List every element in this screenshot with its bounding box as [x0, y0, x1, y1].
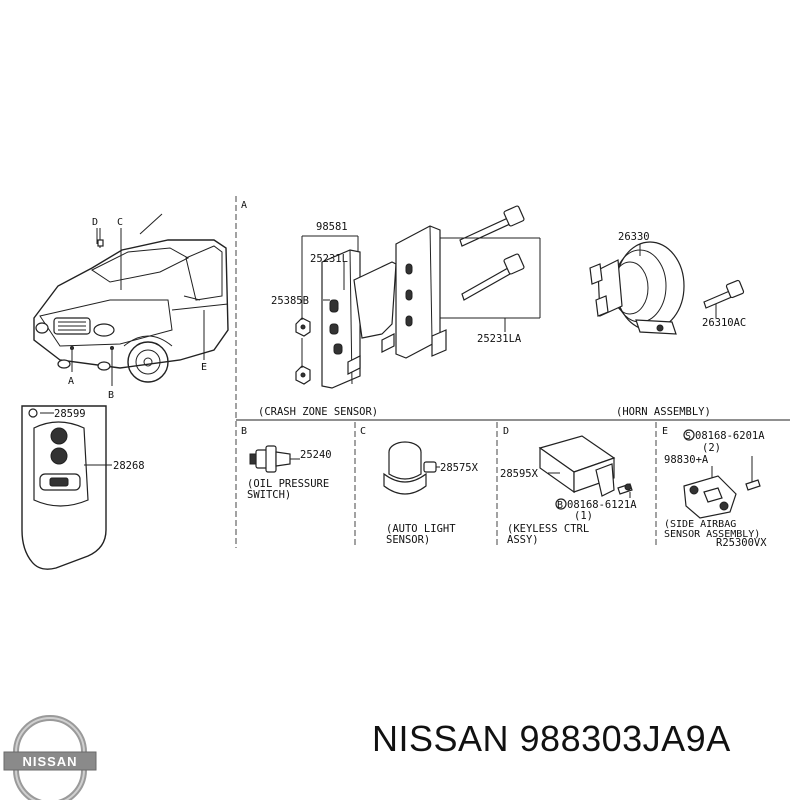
auto-light-caption-2: SENSOR)	[386, 534, 430, 546]
part-98581-label: 98581	[316, 221, 348, 233]
auto-light-sensor-illustration	[383, 441, 440, 495]
callout-d: D	[92, 217, 98, 228]
nissan-logo-text: NISSAN	[22, 754, 77, 769]
part-28599-label: 28599	[54, 408, 86, 420]
oil-pressure-switch-illustration	[249, 445, 300, 473]
part-08168-6201A-label: 08168-6201A	[695, 430, 765, 442]
part-08168-6121A-label: 08168-6121A	[567, 499, 637, 511]
section-a-letter: A	[241, 200, 247, 211]
vehicle-callouts: D C E A B	[68, 217, 207, 401]
section-c-letter: C	[360, 426, 366, 437]
side-airbag-caption-1: (SIDE AIRBAG	[664, 519, 736, 530]
bolt-b-prefix: B	[557, 500, 563, 511]
side-airbag-sensor-illustration	[683, 456, 761, 519]
part-08168-6201A-qty: (2)	[702, 442, 721, 454]
oil-pressure-caption-2: SWITCH)	[247, 489, 291, 501]
keyless-ctrl-illustration	[538, 435, 633, 497]
horn-assembly-illustration	[589, 241, 745, 335]
part-28575X-label: 28575X	[440, 462, 479, 474]
callout-c: C	[117, 217, 123, 228]
crash-zone-caption: (CRASH ZONE SENSOR)	[258, 406, 378, 418]
part-26330-label: 26330	[618, 231, 650, 243]
part-28268-label: 28268	[113, 460, 145, 472]
part-25240-label: 25240	[300, 449, 332, 461]
diagram-reference-code: R25300VX	[716, 537, 767, 549]
vehicle-illustration	[33, 213, 229, 383]
callout-b: B	[108, 390, 114, 401]
callout-e: E	[201, 362, 207, 373]
part-08168-6121A-qty: (1)	[574, 510, 593, 522]
crash-zone-sensor-illustration	[295, 205, 525, 389]
nissan-logo: NISSAN	[3, 715, 97, 800]
keyless-caption-2: ASSY)	[507, 534, 539, 546]
horn-assembly-caption: (HORN ASSEMBLY)	[616, 406, 711, 418]
diagram-frame	[235, 196, 790, 548]
keyless-caption-1: (KEYLESS CTRL	[507, 523, 589, 535]
part-25231LA-label: 25231LA	[477, 333, 522, 345]
oil-pressure-caption-1: (OIL PRESSURE	[247, 478, 329, 490]
part-28595X-label: 28595X	[500, 468, 539, 480]
section-e-letter: E	[662, 426, 668, 437]
part-25385B-label: 25385B	[271, 295, 309, 307]
part-25231L-label: 25231L	[310, 253, 348, 265]
key-fob-illustration	[21, 405, 107, 570]
bolt-s-prefix: S	[685, 431, 691, 442]
part-98830A-label: 98830+A	[664, 454, 709, 466]
callout-a: A	[68, 376, 74, 387]
crash-zone-leader-lines	[301, 235, 541, 368]
part-number-title: NISSAN 988303JA9A	[372, 718, 731, 759]
section-d-letter: D	[503, 426, 509, 437]
side-airbag-caption-2: SENSOR ASSEMBLY)	[664, 529, 760, 540]
part-26310AC-label: 26310AC	[702, 317, 746, 329]
auto-light-caption-1: (AUTO LIGHT	[386, 523, 456, 535]
section-b-letter: B	[241, 426, 247, 437]
